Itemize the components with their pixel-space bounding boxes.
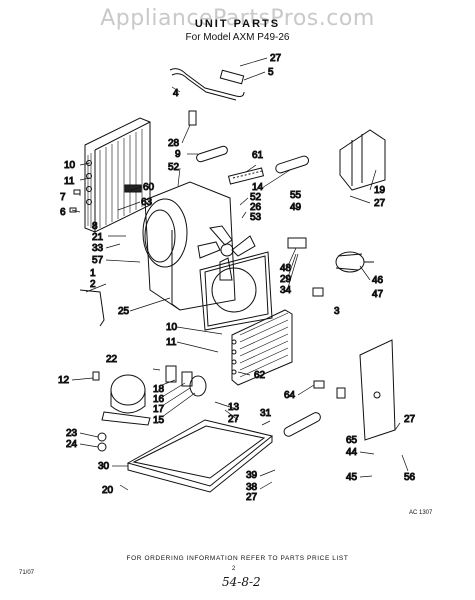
callout-15: 15 [153,415,165,426]
callout-47: 47 [372,289,384,300]
callout-57: 57 [92,255,104,266]
callout-65: 65 [346,435,358,446]
part-clips [69,110,197,213]
callout-44: 44 [346,447,358,458]
callout-33: 33 [92,243,104,254]
callout-27: 27 [228,414,240,425]
callout-27: 27 [374,198,386,209]
callout-25: 25 [118,306,130,317]
callout-60: 60 [143,182,155,193]
callout-31: 31 [260,408,272,419]
model-subtitle: For Model AXM P49-26 [185,32,290,43]
callout-12: 12 [58,375,70,386]
callout-34: 34 [280,285,292,296]
part-compressor [92,371,151,426]
part-bracket-rail [169,68,245,101]
callout-4: 4 [173,88,179,99]
callout-61: 61 [252,150,264,161]
callout-56: 56 [404,472,416,483]
callout-11: 11 [166,337,177,348]
callout-7: 7 [60,192,66,203]
callout-10: 10 [64,160,76,171]
part-partition-panel [199,251,273,331]
page-title: UNIT PARTS [194,18,281,30]
callout-17: 17 [153,404,165,415]
part-base-pan [126,419,274,493]
callout-3: 3 [334,306,340,317]
document-code: 71/07 [19,570,35,576]
handwritten-note: 54-8-2 [222,575,261,589]
part-evaporator-coil [231,309,293,386]
part-small-fittings [79,287,346,452]
callout-52: 52 [250,192,262,203]
callout-20: 20 [102,485,114,496]
part-side-bracket [339,129,386,191]
callout-64: 64 [284,390,296,401]
callout-28: 28 [168,138,180,149]
callout-6: 6 [60,207,66,218]
callout-39: 39 [246,470,258,481]
diagram-reference: AC 1307 [409,510,433,516]
callout-29: 29 [280,274,292,285]
callout-62: 62 [254,370,266,381]
callout-63: 63 [141,197,153,208]
callout-38: 38 [246,482,258,493]
callout-10: 10 [166,322,178,333]
callout-13: 13 [228,402,240,413]
callout-23: 23 [66,428,78,439]
callout-14: 14 [252,182,264,193]
callout-27: 27 [404,414,416,425]
callout-24: 24 [66,439,78,450]
callout-49: 49 [290,202,302,213]
callout-1: 1 [90,268,96,279]
page-number: 2 [232,566,236,572]
callout-52: 52 [168,162,180,173]
callout-53: 53 [250,212,262,223]
part-shroud [142,181,236,311]
part-fan-blade [197,225,256,281]
callout-22: 22 [106,354,118,365]
callout-5: 5 [268,67,274,78]
part-filter-grille [227,167,265,185]
callout-19: 19 [374,185,386,196]
part-motor [287,237,374,273]
watermark: AppliancePartsPros.com [100,6,375,31]
callout-46: 46 [372,275,384,286]
callout-48: 48 [280,263,292,274]
ordering-note: FOR ORDERING INFORMATION REFER TO PARTS … [126,555,349,562]
callout-11: 11 [64,176,75,187]
callout-55: 55 [290,190,302,201]
callout-45: 45 [346,472,358,483]
part-relay-parts [165,365,207,397]
callout-26: 26 [250,202,262,213]
callout-9: 9 [175,149,181,160]
callout-18: 18 [153,384,165,395]
part-condenser-coil-left [84,117,151,233]
callout-2: 2 [90,279,96,290]
callout-30: 30 [98,461,110,472]
part-control-panel [359,339,396,441]
callout-27: 27 [270,53,282,64]
callout-16: 16 [153,394,165,405]
part-tubes [196,145,321,437]
leader-lines [71,57,409,491]
callout-21: 21 [92,232,104,243]
callout-8: 8 [92,221,98,232]
callout-27: 27 [246,492,258,503]
